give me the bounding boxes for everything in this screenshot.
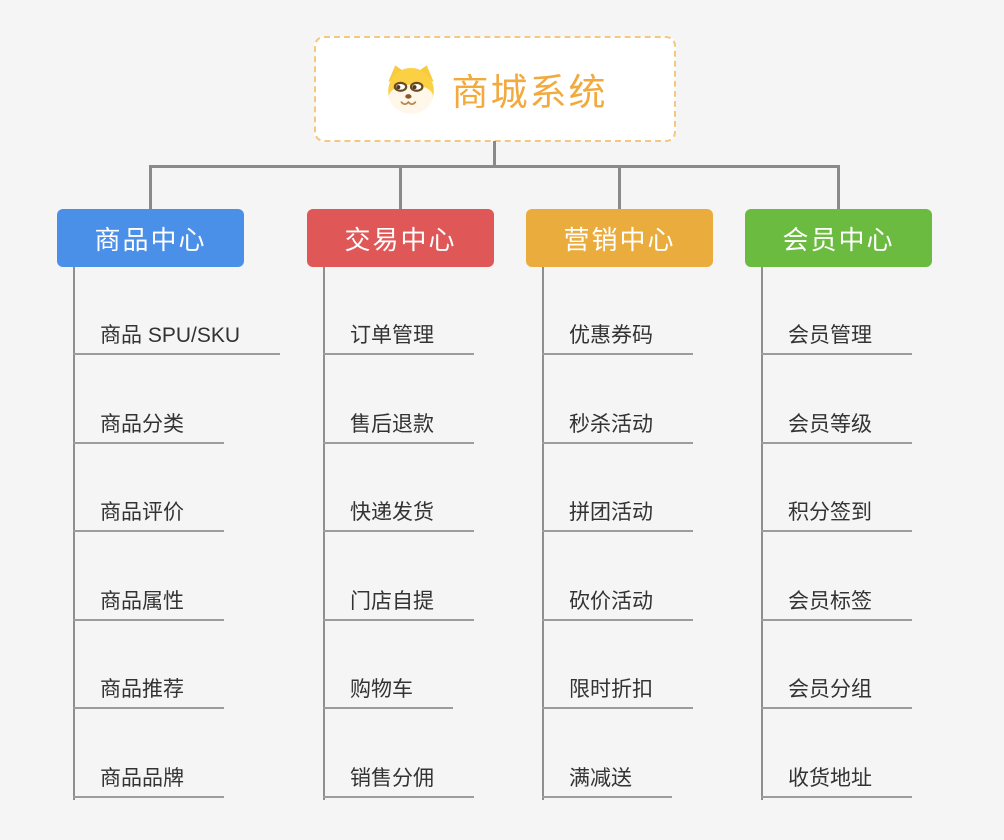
leaf-topic-label: 优惠券码 <box>569 324 653 347</box>
root-connector-line <box>493 141 496 166</box>
branch-column: 商品中心 商品 SPU/SKU 商品分类 商品评价 商品属性 商品推荐 商品品牌 <box>57 0 307 840</box>
branch-column: 营销中心 优惠券码 秒杀活动 拼团活动 砍价活动 限时折扣 满减送 <box>526 0 776 840</box>
branch-spine-line <box>73 267 75 800</box>
leaf-topic-label: 收货地址 <box>788 767 872 790</box>
leaf-topic-node[interactable]: 商品 SPU/SKU <box>73 317 281 355</box>
leaf-topic-label: 会员管理 <box>788 324 872 347</box>
leaf-topic-node[interactable]: 门店自提 <box>323 583 474 621</box>
leaf-topic-node[interactable]: 商品推荐 <box>73 671 224 710</box>
leaf-topic-label: 会员分组 <box>788 678 872 702</box>
dog-face-icon <box>383 63 439 115</box>
leaf-topic-label: 满减送 <box>569 767 632 790</box>
leaf-topic-node[interactable]: 商品评价 <box>73 494 224 533</box>
leaf-topic-node[interactable]: 会员分组 <box>761 671 912 710</box>
leaf-topic-label: 商品属性 <box>100 589 184 613</box>
leaf-topic-node[interactable]: 商品品牌 <box>73 760 224 798</box>
leaf-topic-label: 商品 SPU/SKU <box>100 324 241 347</box>
leaf-topic-label: 会员等级 <box>788 412 872 436</box>
branch-spine-line <box>323 267 325 800</box>
branch-topic-label: 会员中心 <box>782 224 895 255</box>
leaf-topic-node[interactable]: 购物车 <box>323 671 453 710</box>
branch-bus-line <box>149 165 840 168</box>
leaf-topic-label: 积分签到 <box>788 501 872 525</box>
leaf-topic-node[interactable]: 销售分佣 <box>323 760 474 798</box>
leaf-topic-node[interactable]: 会员等级 <box>761 406 912 444</box>
leaf-topic-node[interactable]: 会员标签 <box>761 583 912 621</box>
branch-topic-node[interactable]: 商品中心 <box>57 209 244 267</box>
leaf-topic-node[interactable]: 拼团活动 <box>542 494 693 533</box>
leaf-topic-node[interactable]: 积分签到 <box>761 494 912 533</box>
leaf-topic-label: 砍价活动 <box>569 589 653 613</box>
branch-drop-line <box>618 165 621 210</box>
leaf-topic-node[interactable]: 商品属性 <box>73 583 224 621</box>
leaf-topic-node[interactable]: 快递发货 <box>323 494 474 533</box>
leaf-topic-label: 拼团活动 <box>569 501 653 525</box>
leaf-topic-label: 商品分类 <box>100 412 184 436</box>
branch-topic-node[interactable]: 交易中心 <box>307 209 494 267</box>
branch-topic-node[interactable]: 营销中心 <box>526 209 713 267</box>
branch-drop-line <box>149 165 152 210</box>
leaf-topic-node[interactable]: 订单管理 <box>323 317 474 355</box>
leaf-topic-label: 快递发货 <box>350 501 434 525</box>
branch-drop-line <box>837 165 840 210</box>
branch-spine-line <box>761 267 763 800</box>
leaf-topic-node[interactable]: 满减送 <box>542 760 672 798</box>
leaf-topic-label: 秒杀活动 <box>569 412 653 436</box>
leaf-topic-label: 会员标签 <box>788 589 872 613</box>
leaf-topic-label: 商品评价 <box>100 501 184 525</box>
leaf-topic-label: 订单管理 <box>350 324 434 347</box>
leaf-topic-label: 售后退款 <box>350 412 434 436</box>
leaf-topic-node[interactable]: 收货地址 <box>761 760 912 798</box>
branch-topic-label: 交易中心 <box>344 224 457 255</box>
branch-topic-label: 营销中心 <box>563 224 676 255</box>
branch-column: 会员中心 会员管理 会员等级 积分签到 会员标签 会员分组 收货地址 <box>745 0 995 840</box>
leaf-topic-label: 购物车 <box>350 678 413 702</box>
leaf-topic-label: 限时折扣 <box>569 678 653 702</box>
root-topic-title: 商城系统 <box>451 72 608 113</box>
leaf-topic-node[interactable]: 砍价活动 <box>542 583 693 621</box>
leaf-topic-label: 销售分佣 <box>350 767 434 790</box>
branch-column: 交易中心 订单管理 售后退款 快递发货 门店自提 购物车 销售分佣 <box>307 0 557 840</box>
root-topic-node[interactable]: 商城系统 <box>314 36 676 142</box>
leaf-topic-node[interactable]: 会员管理 <box>761 317 912 355</box>
branch-topic-label: 商品中心 <box>94 224 207 255</box>
leaf-topic-label: 商品推荐 <box>100 678 184 702</box>
leaf-topic-node[interactable]: 优惠券码 <box>542 317 693 355</box>
leaf-topic-node[interactable]: 秒杀活动 <box>542 406 693 444</box>
leaf-topic-node[interactable]: 商品分类 <box>73 406 224 444</box>
leaf-topic-label: 门店自提 <box>350 589 434 613</box>
branch-spine-line <box>542 267 544 800</box>
leaf-topic-node[interactable]: 售后退款 <box>323 406 474 444</box>
branch-drop-line <box>399 165 402 210</box>
leaf-topic-node[interactable]: 限时折扣 <box>542 671 693 710</box>
branch-topic-node[interactable]: 会员中心 <box>745 209 932 267</box>
leaf-topic-label: 商品品牌 <box>100 767 184 790</box>
